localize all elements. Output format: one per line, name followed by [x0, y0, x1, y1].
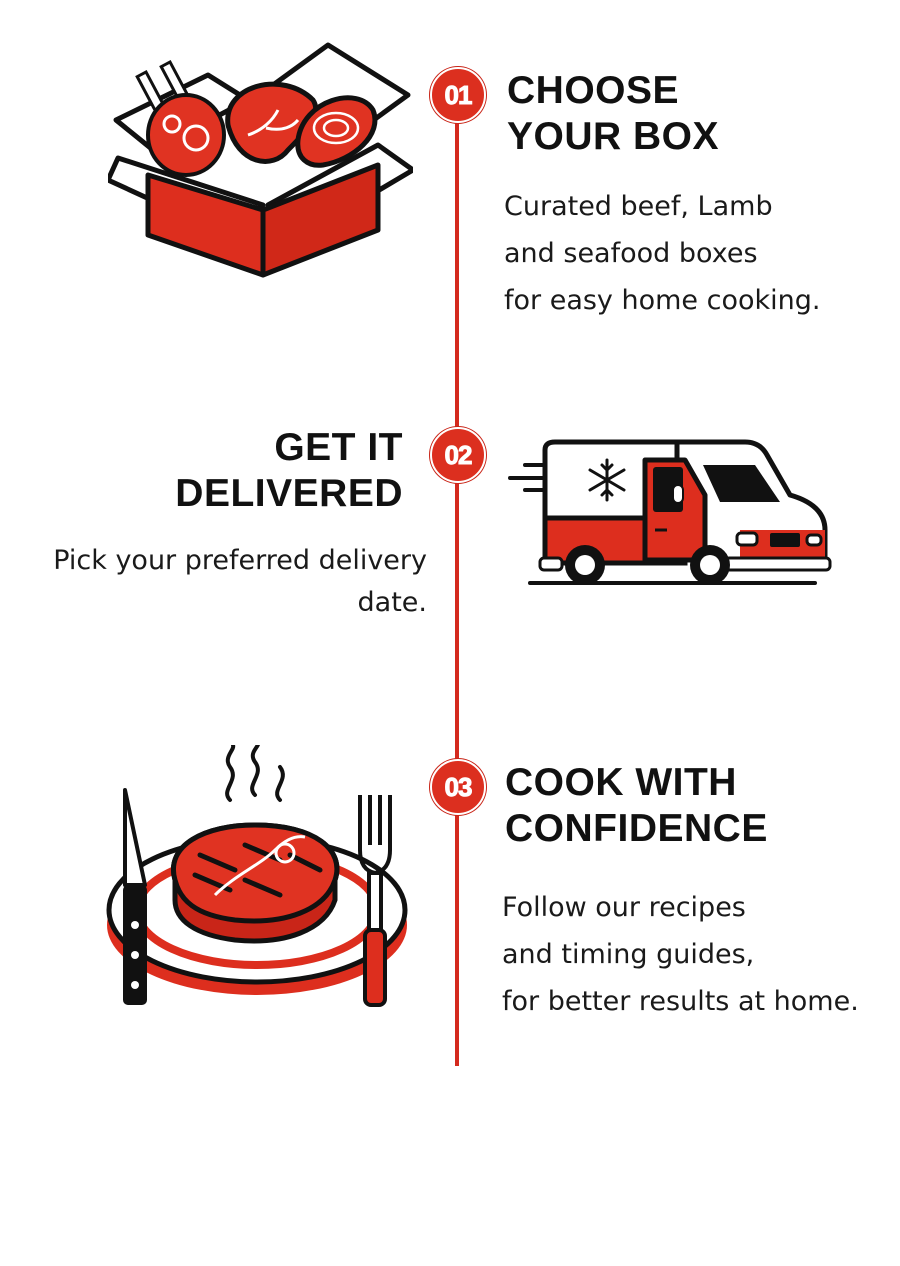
- refrigerated-van-icon: [505, 430, 835, 590]
- step-desc-line: for better results at home.: [502, 986, 859, 1017]
- step-title-choose-your-box: CHOOSE YOUR BOX: [507, 68, 719, 160]
- step-title-get-it-delivered: GET IT DELIVERED: [175, 425, 403, 517]
- step-title-line: COOK WITH: [505, 761, 737, 804]
- step-title-cook-with-confidence: COOK WITH CONFIDENCE: [505, 760, 768, 852]
- meat-box-icon: [105, 40, 416, 280]
- step-desc-line: for easy home cooking.: [504, 285, 821, 316]
- step-desc-line: and seafood boxes: [504, 238, 758, 269]
- step-desc-line: and timing guides,: [502, 939, 755, 970]
- step-title-line: YOUR BOX: [507, 115, 720, 158]
- step-description-get-it-delivered: Pick your preferred delivery date.: [53, 540, 427, 624]
- steak-plate-icon: [95, 740, 420, 1010]
- step-desc-line: date.: [357, 587, 427, 618]
- step-desc-line: Pick your preferred delivery: [53, 545, 427, 576]
- step-desc-line: Follow our recipes: [502, 892, 746, 923]
- step-badge-02: 02: [430, 427, 486, 483]
- step-title-line: CONFIDENCE: [505, 807, 768, 850]
- step-title-line: CHOOSE: [507, 69, 680, 112]
- step-desc-line: Curated beef, Lamb: [504, 191, 773, 222]
- step-description-cook-with-confidence: Follow our recipes and timing guides, fo…: [502, 884, 859, 1025]
- step-badge-01: 01: [430, 67, 486, 123]
- step-title-line: DELIVERED: [175, 472, 403, 515]
- step-title-line: GET IT: [274, 426, 403, 469]
- step-badge-03: 03: [430, 759, 486, 815]
- timeline-line: [455, 118, 459, 1066]
- step-description-choose-your-box: Curated beef, Lamb and seafood boxes for…: [504, 183, 820, 324]
